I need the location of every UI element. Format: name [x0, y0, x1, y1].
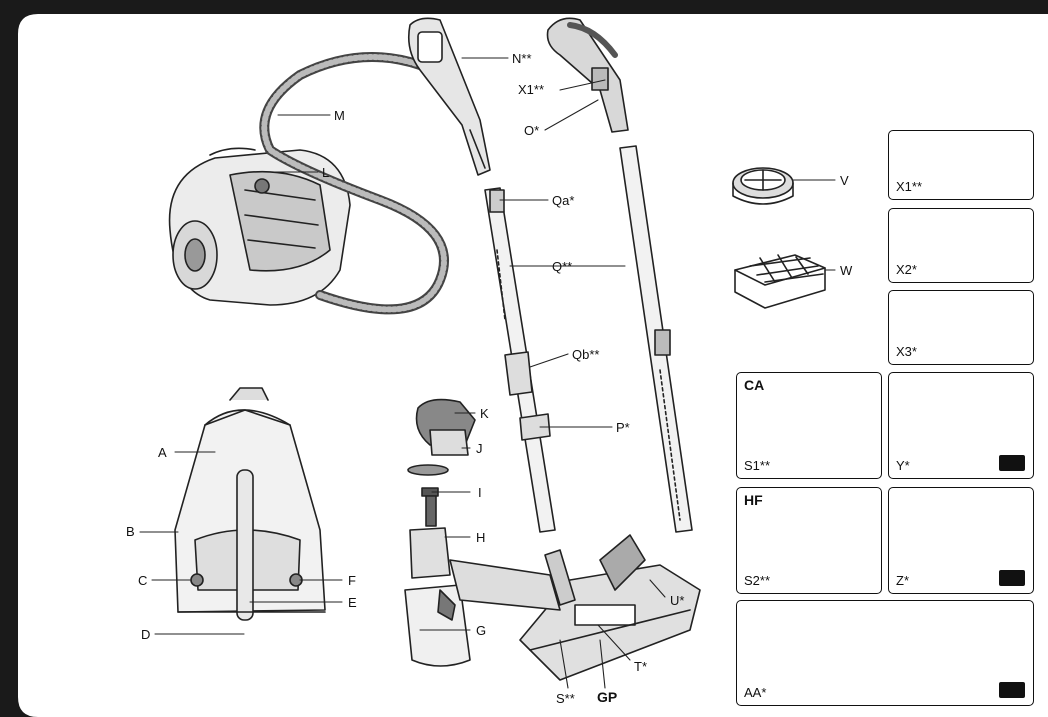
label-f: F — [348, 573, 356, 588]
accessory-box-s1: CA S1** — [736, 372, 882, 479]
accessory-box-aa: AA* — [736, 600, 1034, 706]
label-o: O* — [524, 123, 540, 138]
accessory-box-y: Y* — [888, 372, 1034, 479]
label-qb: Qb** — [572, 347, 600, 362]
floor-head-illustration — [519, 534, 701, 681]
paw-icon — [999, 455, 1025, 471]
handle-with-brush-illustration — [546, 17, 629, 133]
label-j: J — [476, 441, 483, 456]
vacuum-front-illustration — [174, 387, 326, 621]
accessory-box-s2: HF S2** — [736, 487, 882, 594]
accessory-box-x3: X3* — [888, 290, 1034, 365]
tube-illustration — [619, 145, 693, 533]
label-h: H — [476, 530, 486, 545]
label-m: M — [334, 108, 345, 123]
accessory-code-x2: X2* — [896, 262, 917, 277]
accessory-code-aa: AA* — [744, 685, 767, 700]
accessory-head-ca: CA — [744, 377, 765, 393]
dust-container-parts-illustration — [404, 398, 561, 667]
label-gp: GP — [597, 689, 618, 705]
label-i: I — [478, 485, 482, 500]
label-k: K — [480, 406, 489, 421]
accessory-code-s1: S1** — [744, 458, 771, 473]
label-w: W — [840, 263, 853, 278]
brush-icon — [999, 570, 1025, 586]
accessory-box-x2: X2* — [888, 208, 1034, 283]
handle-illustration — [407, 17, 491, 176]
label-v: V — [840, 173, 849, 188]
label-u: U* — [670, 593, 685, 608]
label-qa: Qa* — [552, 193, 575, 208]
label-e: E — [348, 595, 357, 610]
label-p: P* — [616, 420, 630, 435]
hepa-filter-box-illustration — [734, 254, 826, 309]
accessory-code-z: Z* — [896, 573, 909, 588]
label-b: B — [126, 524, 135, 539]
accessory-head-hf: HF — [744, 492, 763, 508]
vacuum-body-illustration — [168, 147, 351, 306]
label-g: G — [476, 623, 487, 638]
accessory-box-z: Z* — [888, 487, 1034, 594]
label-c: C — [138, 573, 148, 588]
accessory-box-x1: X1** — [888, 130, 1034, 200]
accessory-code-x3: X3* — [896, 344, 917, 359]
label-q: Q** — [552, 259, 573, 274]
label-x1: X1** — [518, 82, 545, 97]
accessory-code-s2: S2** — [744, 573, 771, 588]
label-t: T* — [634, 659, 647, 674]
accessory-code-x1: X1** — [896, 179, 923, 194]
label-n: N** — [512, 51, 532, 66]
accessory-code-y: Y* — [896, 458, 910, 473]
label-s: S** — [556, 691, 575, 706]
hepa-filter-round-illustration — [732, 167, 794, 205]
label-l: L — [322, 165, 330, 180]
telescopic-tube-illustration — [484, 187, 556, 533]
label-a: A — [158, 445, 167, 460]
floor-icon — [999, 682, 1025, 698]
label-d: D — [141, 627, 151, 642]
